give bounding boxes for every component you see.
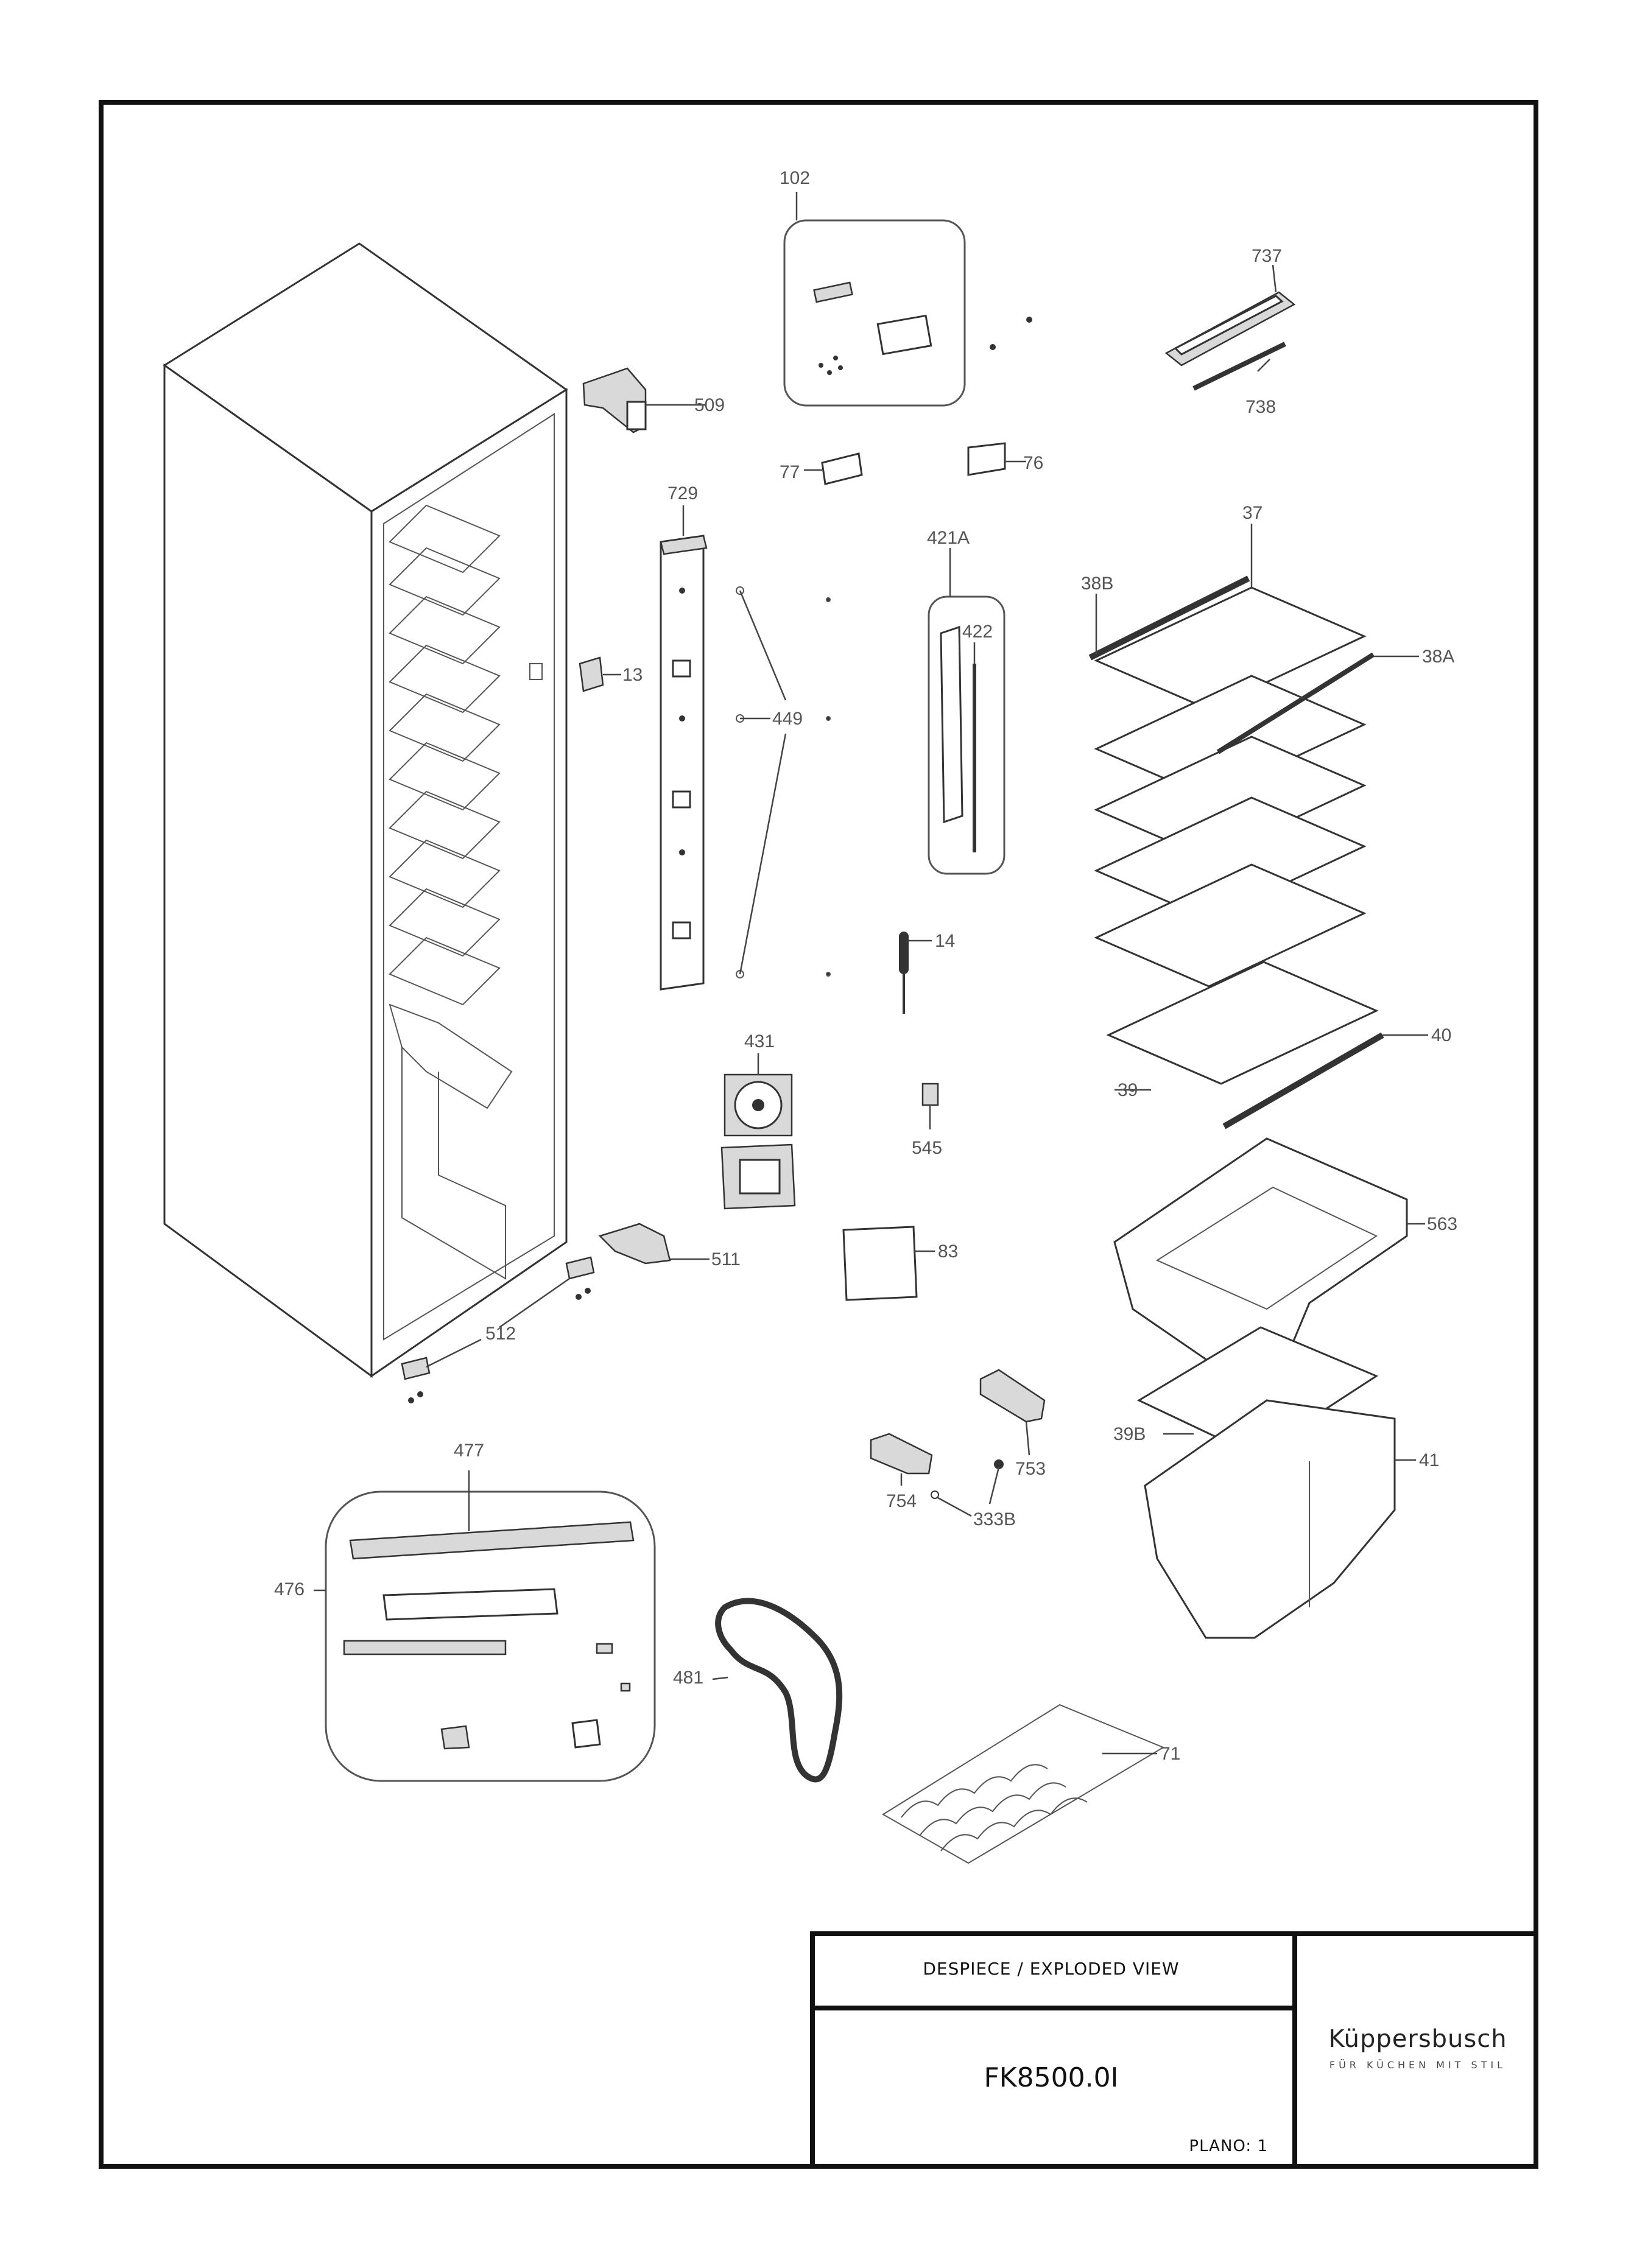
label-545: 545	[912, 1138, 942, 1158]
label-753: 753	[1015, 1459, 1046, 1479]
part-509-hinge	[582, 367, 647, 434]
label-563: 563	[1427, 1214, 1457, 1234]
part-14-probe	[899, 932, 909, 1014]
label-40: 40	[1431, 1025, 1451, 1045]
part-71-wine-rack	[882, 1704, 1165, 1864]
label-421A: 421A	[927, 528, 970, 548]
label-83: 83	[938, 1241, 958, 1262]
model-number: FK8500.0I	[984, 2062, 1119, 2093]
part-511-hinge	[598, 1223, 671, 1265]
label-511: 511	[711, 1249, 741, 1269]
part-481-gasket	[715, 1598, 843, 1783]
part-labels: 102 737 738 509 77 76 729 421A 37 38B 38…	[274, 168, 1457, 1764]
label-738: 738	[1245, 397, 1276, 417]
part-38A-trim	[1216, 652, 1375, 754]
part-753-bracket	[979, 1369, 1046, 1423]
part-754-bracket	[870, 1433, 933, 1475]
part-41-drawer	[1144, 1399, 1396, 1639]
label-729: 729	[667, 483, 698, 504]
part-group-421A	[928, 595, 1005, 875]
label-754: 754	[886, 1491, 917, 1511]
drawing-frame	[99, 100, 1538, 2169]
part-76	[967, 442, 1006, 476]
label-14: 14	[935, 931, 955, 951]
label-38B: 38B	[1081, 574, 1113, 594]
label-333B: 333B	[973, 1509, 1016, 1529]
title-block	[810, 1931, 1538, 2169]
model-box: FK8500.0I PLANO: 1	[810, 2010, 1297, 2169]
label-431: 431	[744, 1031, 775, 1051]
label-509: 509	[694, 395, 725, 415]
part-group-476	[325, 1490, 656, 1782]
label-39: 39	[1118, 1080, 1138, 1100]
part-40-trim	[1222, 1032, 1384, 1129]
label-512: 512	[485, 1324, 516, 1344]
plano-number: PLANO: 1	[1189, 2137, 1268, 2155]
part-563-drawer	[1113, 1137, 1408, 1377]
part-545	[921, 1083, 939, 1106]
part-431-fan	[720, 1073, 796, 1210]
part-449-screws	[736, 586, 831, 978]
label-449: 449	[772, 709, 803, 729]
part-group-102	[783, 219, 966, 407]
part-512-hinge	[401, 1256, 595, 1403]
part-729-panel	[660, 535, 708, 991]
label-737: 737	[1252, 246, 1282, 266]
part-422-strip	[940, 625, 976, 852]
part-13	[579, 656, 604, 692]
label-41: 41	[1419, 1450, 1439, 1470]
label-38A: 38A	[1422, 647, 1454, 667]
label-477: 477	[454, 1441, 484, 1461]
part-738-bar	[1192, 342, 1286, 391]
part-476-items	[343, 1521, 635, 1750]
label-71: 71	[1160, 1744, 1180, 1764]
label-102: 102	[780, 168, 810, 188]
part-737-trim	[1164, 291, 1296, 367]
brand-tagline: FÜR KÜCHEN MIT STIL	[1329, 2059, 1507, 2071]
cabinet-body	[163, 242, 568, 1378]
label-37: 37	[1242, 503, 1262, 523]
label-481: 481	[673, 1668, 703, 1688]
part-102-items	[813, 281, 1032, 375]
part-77	[821, 452, 863, 485]
part-83	[842, 1226, 918, 1301]
label-76: 76	[1023, 453, 1043, 473]
brand-name: Küppersbusch	[1328, 2025, 1507, 2053]
part-333B-washer	[931, 1490, 939, 1499]
brand-logo: Küppersbusch FÜR KÜCHEN MIT STIL	[1297, 2010, 1538, 2108]
label-476: 476	[274, 1579, 305, 1599]
label-39B: 39B	[1113, 1424, 1146, 1444]
view-title: DESPIECE / EXPLODED VIEW	[810, 1931, 1297, 2010]
label-13: 13	[622, 665, 643, 685]
leader-lines	[314, 192, 1428, 1755]
glass-shelves	[1094, 586, 1379, 1085]
part-38B-trim	[1088, 575, 1250, 661]
part-753-screw	[994, 1459, 1004, 1469]
label-77: 77	[780, 462, 800, 482]
label-422: 422	[962, 622, 993, 642]
